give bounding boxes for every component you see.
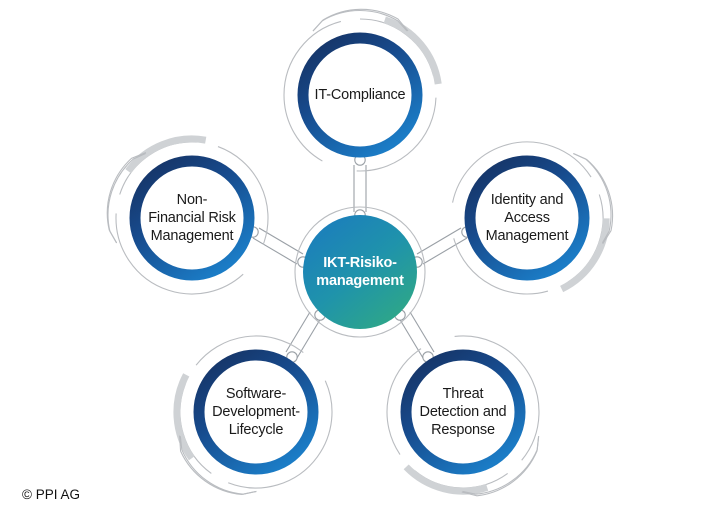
connector-center-it-compliance <box>353 154 367 221</box>
decoration-it-compliance <box>283 8 442 172</box>
node-ring-it-compliance[interactable] <box>297 32 423 158</box>
node-ring-software-development-lifecycle[interactable] <box>193 349 319 475</box>
connector-center-identity-and-access-management <box>411 226 473 268</box>
connector-center-threat-detection-and-response <box>394 309 435 363</box>
node-ring-threat-detection-and-response[interactable] <box>400 349 526 475</box>
node-ring-non-financial-risk-management[interactable] <box>129 155 255 281</box>
connector-center-software-development-lifecycle <box>285 309 326 363</box>
center-outline-ring <box>294 206 426 338</box>
node-ring-identity-and-access-management[interactable] <box>464 155 590 281</box>
node-rings <box>129 32 590 475</box>
decoration-software-development-lifecycle <box>173 335 333 495</box>
decoration-identity-and-access-management <box>450 141 614 295</box>
center-hub[interactable] <box>294 206 426 338</box>
center-circle[interactable] <box>303 215 417 329</box>
decoration-non-financial-risk-management <box>106 135 269 295</box>
copyright-notice: © PPI AG <box>22 487 80 502</box>
connector-center-non-financial-risk-management <box>247 226 309 268</box>
decoration-threat-detection-and-response <box>386 335 540 497</box>
